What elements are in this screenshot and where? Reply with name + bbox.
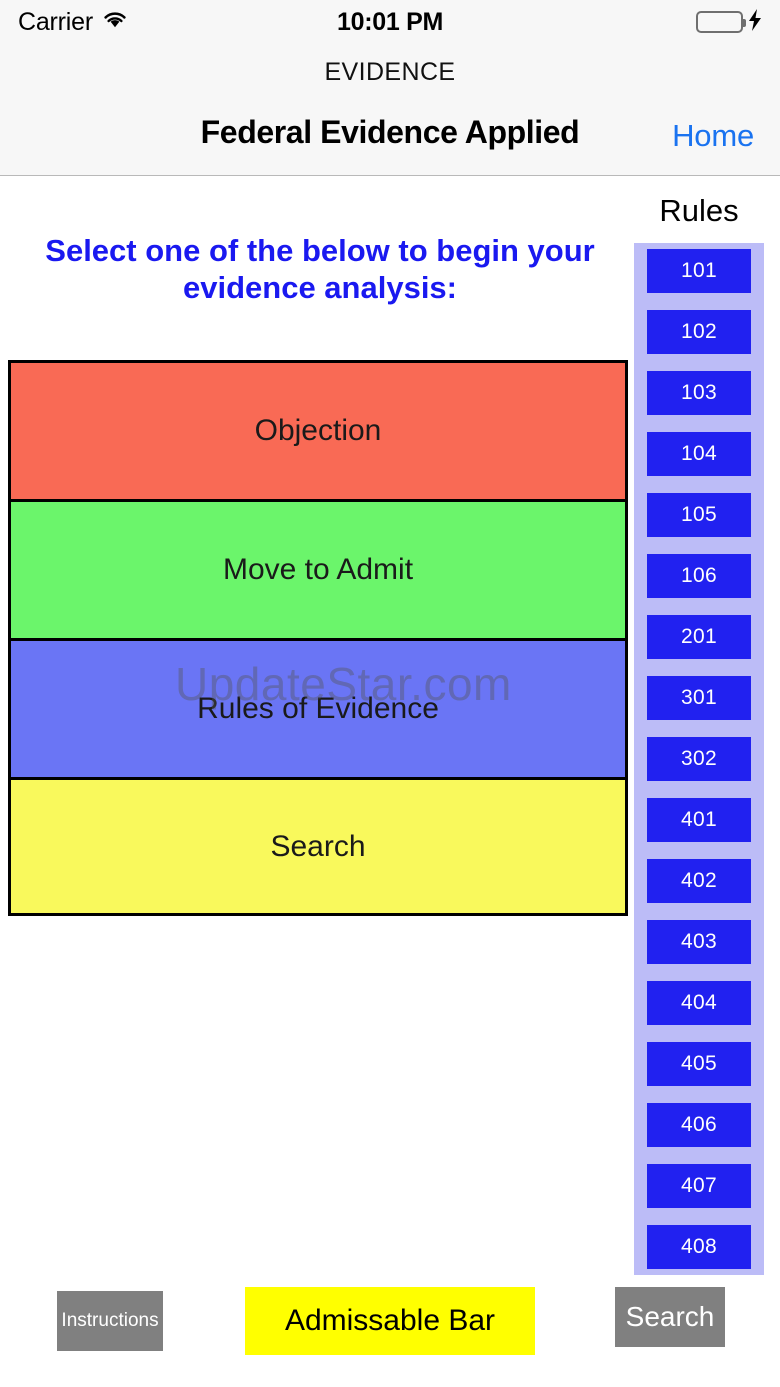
content-area: Select one of the below to begin your ev… — [0, 177, 780, 1387]
rule-button-401[interactable]: 401 — [647, 798, 751, 842]
status-bar-right — [443, 8, 762, 36]
admissable-bar-button[interactable]: Admissable Bar — [245, 1287, 535, 1355]
rule-button-407[interactable]: 407 — [647, 1164, 751, 1208]
rule-button-404[interactable]: 404 — [647, 981, 751, 1025]
status-bar: Carrier 10:01 PM — [0, 0, 780, 44]
battery-full-icon — [696, 11, 746, 33]
home-button[interactable]: Home — [672, 118, 754, 153]
option-move-to-admit[interactable]: Move to Admit — [8, 499, 628, 638]
rule-button-103[interactable]: 103 — [647, 371, 751, 415]
option-label: Objection — [254, 414, 382, 447]
carrier-label: Carrier — [18, 7, 93, 36]
option-label: Move to Admit — [222, 553, 414, 586]
rules-list[interactable]: 101 102 103 104 105 106 201 301 302 401 … — [634, 243, 764, 1275]
rule-button-101[interactable]: 101 — [647, 249, 751, 293]
rule-button-105[interactable]: 105 — [647, 493, 751, 537]
option-rules-of-evidence[interactable]: Rules of Evidence — [8, 638, 628, 777]
option-label: Rules of Evidence — [197, 692, 439, 725]
option-objection[interactable]: Objection — [8, 360, 628, 499]
rule-button-302[interactable]: 302 — [647, 737, 751, 781]
rule-button-201[interactable]: 201 — [647, 615, 751, 659]
wifi-icon — [102, 10, 128, 34]
option-label: Search — [270, 829, 366, 863]
rule-button-406[interactable]: 406 — [647, 1103, 751, 1147]
option-list: Objection Move to Admit Rules of Evidenc… — [8, 360, 628, 916]
status-bar-left: Carrier — [18, 8, 337, 37]
rule-button-402[interactable]: 402 — [647, 859, 751, 903]
instruction-text: Select one of the below to begin your ev… — [45, 233, 595, 306]
search-button[interactable]: Search — [615, 1287, 725, 1347]
rule-button-301[interactable]: 301 — [647, 676, 751, 720]
clock-label: 10:01 PM — [337, 7, 443, 36]
bottom-toolbar: Instructions Admissable Bar Search — [0, 1275, 780, 1387]
rule-button-102[interactable]: 102 — [647, 310, 751, 354]
page-title: Federal Evidence Applied — [200, 114, 580, 150]
rule-button-408[interactable]: 408 — [647, 1225, 751, 1269]
lightning-bolt-icon — [748, 8, 762, 36]
rule-button-403[interactable]: 403 — [647, 920, 751, 964]
instructions-button[interactable]: Instructions — [57, 1291, 163, 1351]
rule-button-106[interactable]: 106 — [647, 554, 751, 598]
nav-subtitle: EVIDENCE — [324, 58, 456, 86]
rule-button-104[interactable]: 104 — [647, 432, 751, 476]
navigation-bar: EVIDENCE Federal Evidence Applied Home — [0, 44, 780, 176]
option-search[interactable]: Search — [8, 777, 628, 916]
rule-button-405[interactable]: 405 — [647, 1042, 751, 1086]
rules-heading: Rules — [659, 193, 739, 228]
